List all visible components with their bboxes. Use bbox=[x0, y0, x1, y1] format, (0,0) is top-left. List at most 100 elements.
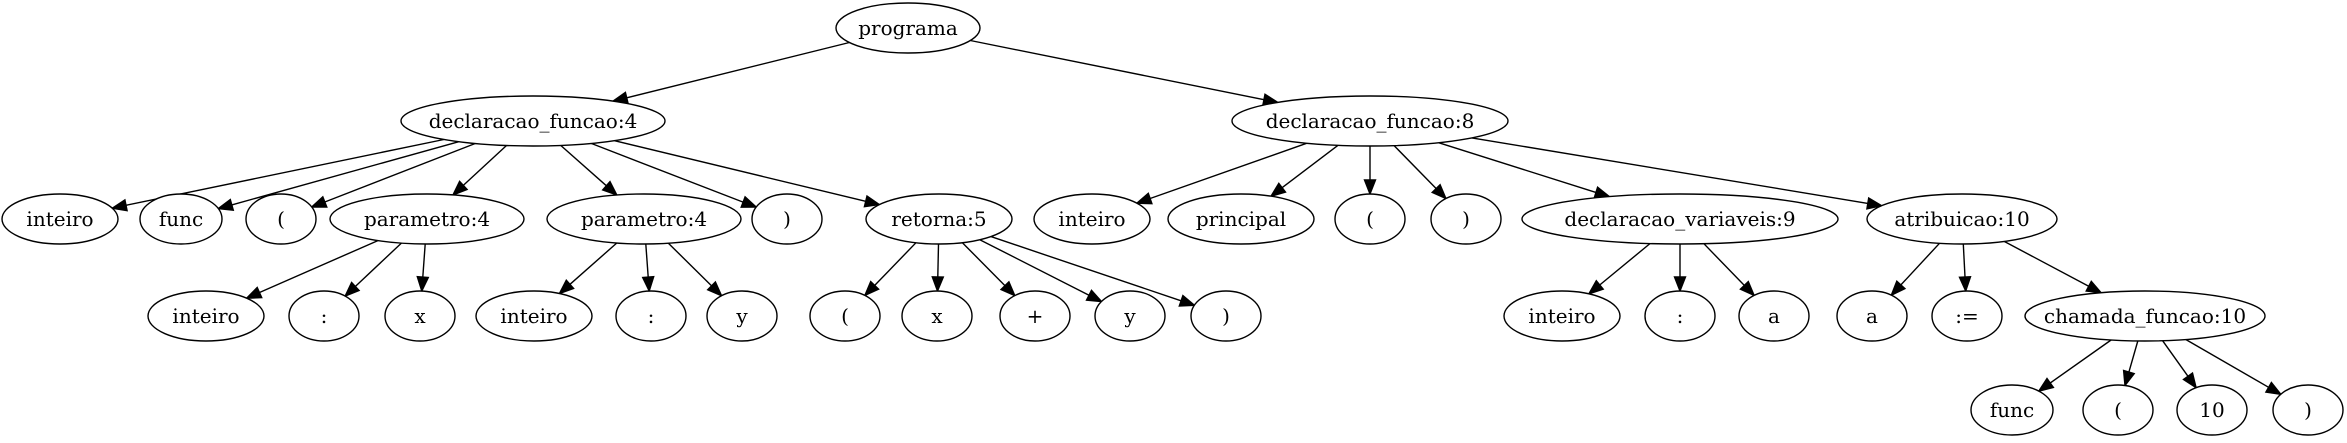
node-ellipse bbox=[1430, 193, 1502, 245]
tree-node-inteiro: inteiro bbox=[1, 193, 119, 245]
edge-chamada10-to-lp4 bbox=[2122, 340, 2139, 388]
tree-node-symbol: ) bbox=[751, 193, 823, 245]
edge-retorna5-to-x2 bbox=[931, 243, 945, 293]
tree-node-symbol: := bbox=[1931, 290, 2003, 342]
edge-df8-to-rp3 bbox=[1393, 145, 1448, 200]
tree-node-y: y bbox=[706, 290, 778, 342]
edge-line bbox=[961, 242, 1006, 287]
node-ellipse bbox=[901, 290, 973, 342]
tree-node-symbol: : bbox=[615, 290, 687, 342]
tree-node-symbol: ( bbox=[809, 290, 881, 342]
node-label: parametro:4 bbox=[581, 207, 707, 231]
node-label: inteiro bbox=[500, 304, 567, 328]
node-label: declaracao_funcao:8 bbox=[1266, 109, 1475, 133]
edge-line bbox=[1393, 145, 1437, 189]
node-label: retorna:5 bbox=[891, 207, 986, 231]
node-label: x bbox=[931, 304, 943, 328]
edge-arrowhead bbox=[451, 180, 469, 197]
node-label: + bbox=[1027, 304, 1044, 328]
edge-arrowhead bbox=[1363, 179, 1377, 196]
node-ellipse bbox=[706, 290, 778, 342]
node-label: parametro:4 bbox=[364, 207, 490, 231]
node-label: := bbox=[1955, 304, 1979, 328]
tree-node-y: y bbox=[1094, 290, 1166, 342]
edge-retorna5-to-lp2 bbox=[863, 242, 917, 297]
edge-arrowhead bbox=[1135, 192, 1153, 205]
node-ellipse bbox=[1190, 290, 1262, 342]
edge-retorna5-to-plus bbox=[961, 242, 1017, 297]
node-label: declaracao_variaveis:9 bbox=[1564, 207, 1795, 231]
edge-arrowhead bbox=[1269, 182, 1287, 198]
edge-arrowhead bbox=[706, 280, 723, 298]
edge-df4-to-retorna5 bbox=[614, 140, 882, 208]
node-label: a bbox=[1768, 304, 1780, 328]
tree-node-declaracao-variaveis-9: declaracao_variaveis:9 bbox=[1521, 193, 1839, 245]
node-label: ( bbox=[2114, 398, 2122, 422]
edge-line bbox=[569, 242, 618, 285]
edge-line bbox=[2003, 240, 2090, 287]
node-ellipse bbox=[1231, 95, 1509, 147]
edge-arrowhead bbox=[558, 278, 575, 295]
edge-declvar9-to-colon3 bbox=[1673, 244, 1687, 293]
node-ellipse bbox=[139, 193, 223, 245]
edge-df8-to-atrib10 bbox=[1471, 137, 1884, 210]
edge-arrowhead bbox=[416, 275, 430, 293]
edge-df4-to-rp1 bbox=[590, 142, 758, 208]
edge-atrib10-to-assign bbox=[1958, 243, 1972, 293]
node-label: x bbox=[414, 304, 426, 328]
edge-arrowhead bbox=[999, 280, 1017, 297]
node-ellipse bbox=[1738, 290, 1810, 342]
tree-node-symbol: ( bbox=[2082, 384, 2154, 436]
edge-arrowhead bbox=[931, 276, 945, 293]
edge-line bbox=[2185, 338, 2269, 388]
edge-arrowhead bbox=[863, 280, 880, 297]
node-ellipse bbox=[1836, 290, 1908, 342]
node-label: y bbox=[735, 304, 748, 328]
node-ellipse bbox=[1, 193, 119, 245]
node-ellipse bbox=[1167, 193, 1315, 245]
edge-arrowhead bbox=[1889, 279, 1907, 297]
edge-line bbox=[2162, 340, 2189, 377]
edge-atrib10-to-a2 bbox=[1889, 242, 1941, 297]
node-label: declaracao_funcao:4 bbox=[429, 109, 638, 133]
edge-line bbox=[626, 41, 850, 99]
node-ellipse bbox=[1334, 193, 1406, 245]
node-label: ( bbox=[277, 207, 285, 231]
edge-param4b-to-colon2 bbox=[641, 243, 655, 293]
edge-param4a-to-x1 bbox=[416, 243, 430, 293]
edge-line bbox=[1149, 142, 1308, 200]
edge-line bbox=[2049, 339, 2112, 384]
edge-param4b-to-y1 bbox=[667, 242, 723, 298]
tree-node-a: a bbox=[1836, 290, 1908, 342]
node-label: ( bbox=[1366, 207, 1374, 231]
node-ellipse bbox=[751, 193, 823, 245]
node-ellipse bbox=[329, 193, 525, 245]
edge-line bbox=[324, 142, 476, 203]
tree-node-symbol: ) bbox=[2272, 384, 2344, 436]
tree-node-inteiro: inteiro bbox=[475, 290, 593, 342]
tree-node-symbol: : bbox=[288, 290, 360, 342]
node-label: inteiro bbox=[172, 304, 239, 328]
node-ellipse bbox=[546, 193, 742, 245]
node-label: : bbox=[648, 304, 655, 328]
tree-node-inteiro: inteiro bbox=[1503, 290, 1621, 342]
edge-arrowhead bbox=[1958, 276, 1972, 293]
edge-arrowhead bbox=[1178, 294, 1197, 307]
tree-node-symbol: ( bbox=[245, 193, 317, 245]
edge-arrowhead bbox=[1866, 196, 1884, 210]
node-label: a bbox=[1866, 304, 1878, 328]
edge-arrowhead bbox=[244, 286, 263, 299]
tree-node-parametro-4: parametro:4 bbox=[546, 193, 742, 245]
tree-node-symbol: + bbox=[999, 290, 1071, 342]
edge-arrowhead bbox=[343, 281, 361, 298]
tree-node-x: x bbox=[384, 290, 456, 342]
tree-node-symbol: ) bbox=[1190, 290, 1262, 342]
node-ellipse bbox=[1644, 290, 1716, 342]
edge-arrowhead bbox=[1430, 183, 1448, 200]
edge-line bbox=[645, 243, 649, 278]
edge-programa-to-df8 bbox=[970, 39, 1280, 106]
edge-line bbox=[874, 242, 917, 286]
tree-node-symbol: : bbox=[1644, 290, 1716, 342]
edge-df8-to-principal bbox=[1269, 144, 1339, 198]
